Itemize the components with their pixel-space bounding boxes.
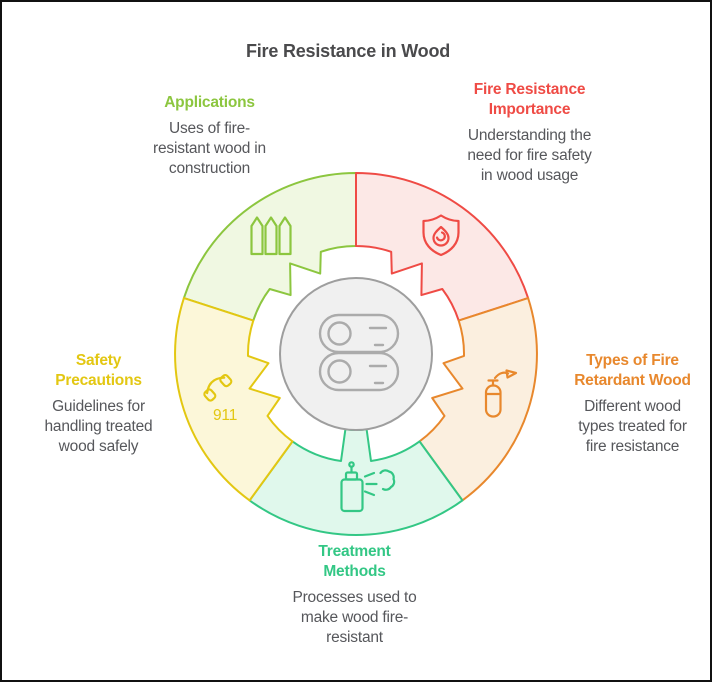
segment-label-treatment-methods: Treatment Methods	[318, 543, 391, 580]
segment-description-treatment-methods: Processes used to make wood fire- resist…	[292, 589, 417, 646]
segment-arc-fire-resistance-importance	[355, 172, 530, 322]
segment-arc-treatment-methods	[248, 428, 464, 536]
emergency-call-number: 911	[213, 407, 237, 424]
page-title: Fire Resistance in Wood	[245, 41, 451, 61]
segment-description-applications: Uses of fire- resistant wood in construc…	[153, 120, 266, 177]
segment-text-treatment-methods: Treatment Methods Processes used to make…	[262, 542, 447, 648]
segment-text-safety-precautions: Safety Precautions Guidelines for handli…	[6, 351, 191, 457]
spray-icon	[340, 461, 396, 513]
segment-description-safety-precautions: Guidelines for handling treated wood saf…	[44, 398, 153, 455]
emergency-call-icon: 911	[203, 374, 237, 424]
segment-label-fire-resistance-importance: Fire Resistance Importance	[473, 81, 586, 118]
segment-text-applications: Applications Uses of fire- resistant woo…	[112, 93, 307, 179]
segment-arc-applications	[182, 172, 357, 322]
segment-label-applications: Applications	[164, 94, 255, 111]
segment-text-fire-resistance-importance: Fire Resistance Importance Understanding…	[432, 80, 627, 186]
segment-arc-safety-precautions	[174, 297, 294, 502]
segment-text-types-of-fire-retardant-wood: Types of Fire Retardant Wood Different w…	[540, 351, 710, 457]
segment-label-types-of-fire-retardant-wood: Types of Fire Retardant Wood	[574, 352, 691, 389]
segment-description-fire-resistance-importance: Understanding the need for fire safety i…	[467, 127, 592, 184]
logs-icon	[318, 313, 400, 392]
segment-label-safety-precautions: Safety Precautions	[55, 352, 142, 389]
fence-icon	[250, 216, 292, 256]
segment-description-types-of-fire-retardant-wood: Different wood types treated for fire re…	[578, 398, 687, 455]
fire-extinguisher-icon	[484, 369, 518, 418]
flame-shield-icon	[422, 214, 460, 257]
segment-arc-types-of-fire-retardant-wood	[418, 297, 538, 502]
